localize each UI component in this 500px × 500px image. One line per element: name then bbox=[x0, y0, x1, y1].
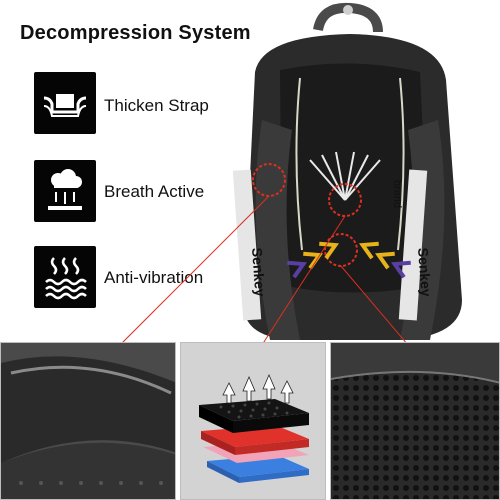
layers-diagram-panel bbox=[180, 342, 326, 500]
backpack-illustration: Senkey Senkey brand bbox=[119, 2, 462, 345]
strap-closeup-panel bbox=[0, 342, 176, 500]
strap-brand-line: brand bbox=[391, 180, 403, 208]
page-title: Decompression System bbox=[20, 22, 251, 44]
feature-label-anti-vibration: Anti-vibration bbox=[104, 268, 204, 287]
breath-active-icon bbox=[34, 160, 96, 222]
right-strap-brand-text: Senkey bbox=[415, 247, 434, 297]
anti-vibration-icon bbox=[34, 246, 96, 308]
feature-label-breath-active: Breath Active bbox=[104, 182, 205, 201]
left-strap-brand-text: Senkey bbox=[249, 247, 268, 297]
thicken-strap-icon bbox=[34, 72, 96, 134]
feature-label-thicken-strap: Thicken Strap bbox=[104, 96, 209, 115]
mesh-closeup-panel bbox=[330, 342, 500, 500]
